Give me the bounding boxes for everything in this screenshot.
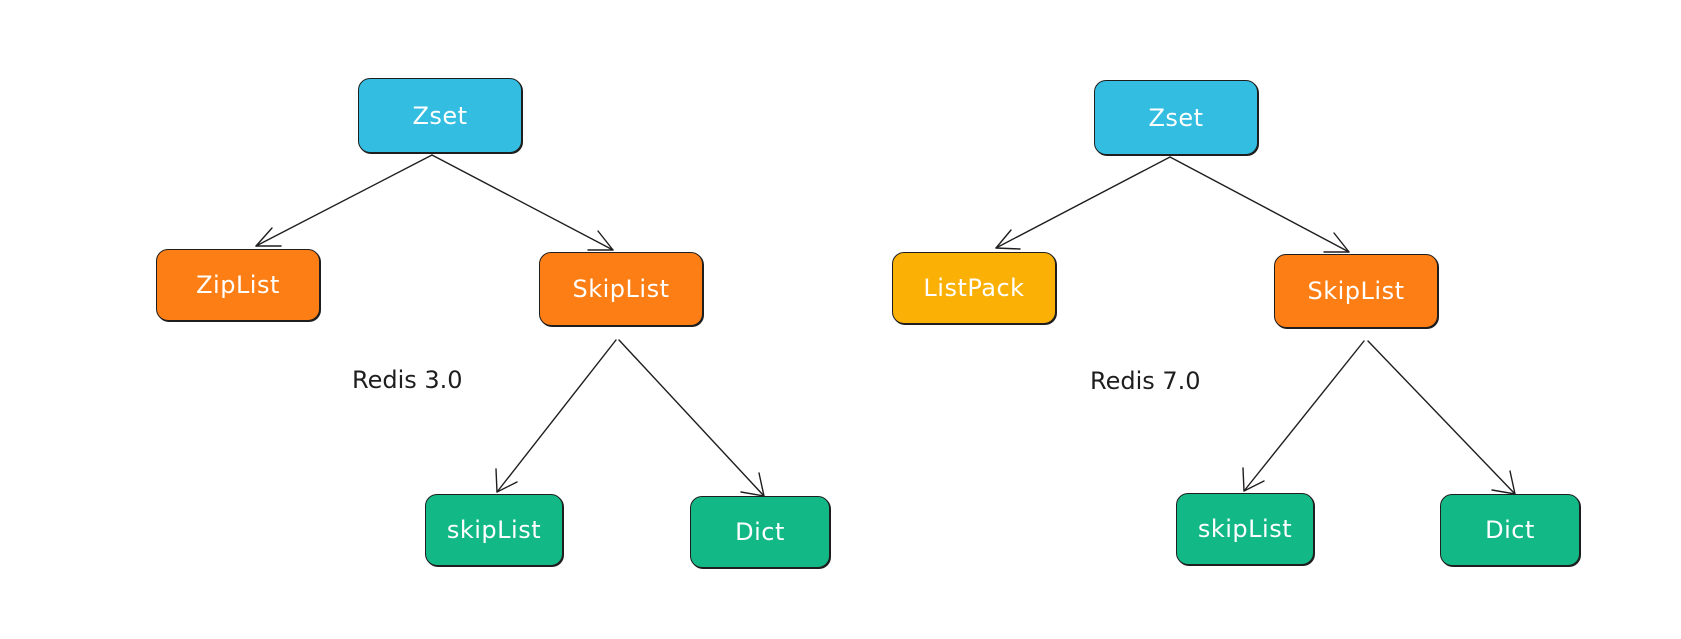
arrow-skiplist-to-dict [618,339,765,497]
version-label-redis-3: Redis 3.0 [352,366,463,394]
skiplist-node-redis-7: SkipList [1274,254,1438,328]
arrow-zset-to-skiplist [1169,156,1350,253]
zset-node-redis-3: Zset [358,78,522,153]
arrow-zset-to-ziplist [255,154,433,247]
zset-node-redis-7: Zset [1094,80,1258,155]
arrow-skiplist-to-dict [1367,340,1516,495]
listpack-node: ListPack [892,252,1056,324]
skiplist-leaf-node-redis-3: skipList [425,494,563,566]
arrow-skiplist-to-skiplist-low [495,339,617,493]
dict-node-redis-3: Dict [690,496,830,568]
skiplist-node-redis-3: SkipList [539,252,703,326]
version-label-redis-7: Redis 7.0 [1090,367,1201,395]
skiplist-leaf-node-redis-7: skipList [1176,493,1314,565]
ziplist-node: ZipList [156,249,320,321]
dict-node-redis-7: Dict [1440,494,1580,566]
arrow-zset-to-skiplist [431,154,614,251]
arrow-skiplist-to-skiplist-low [1242,340,1365,492]
arrow-zset-to-listpack [995,156,1171,250]
